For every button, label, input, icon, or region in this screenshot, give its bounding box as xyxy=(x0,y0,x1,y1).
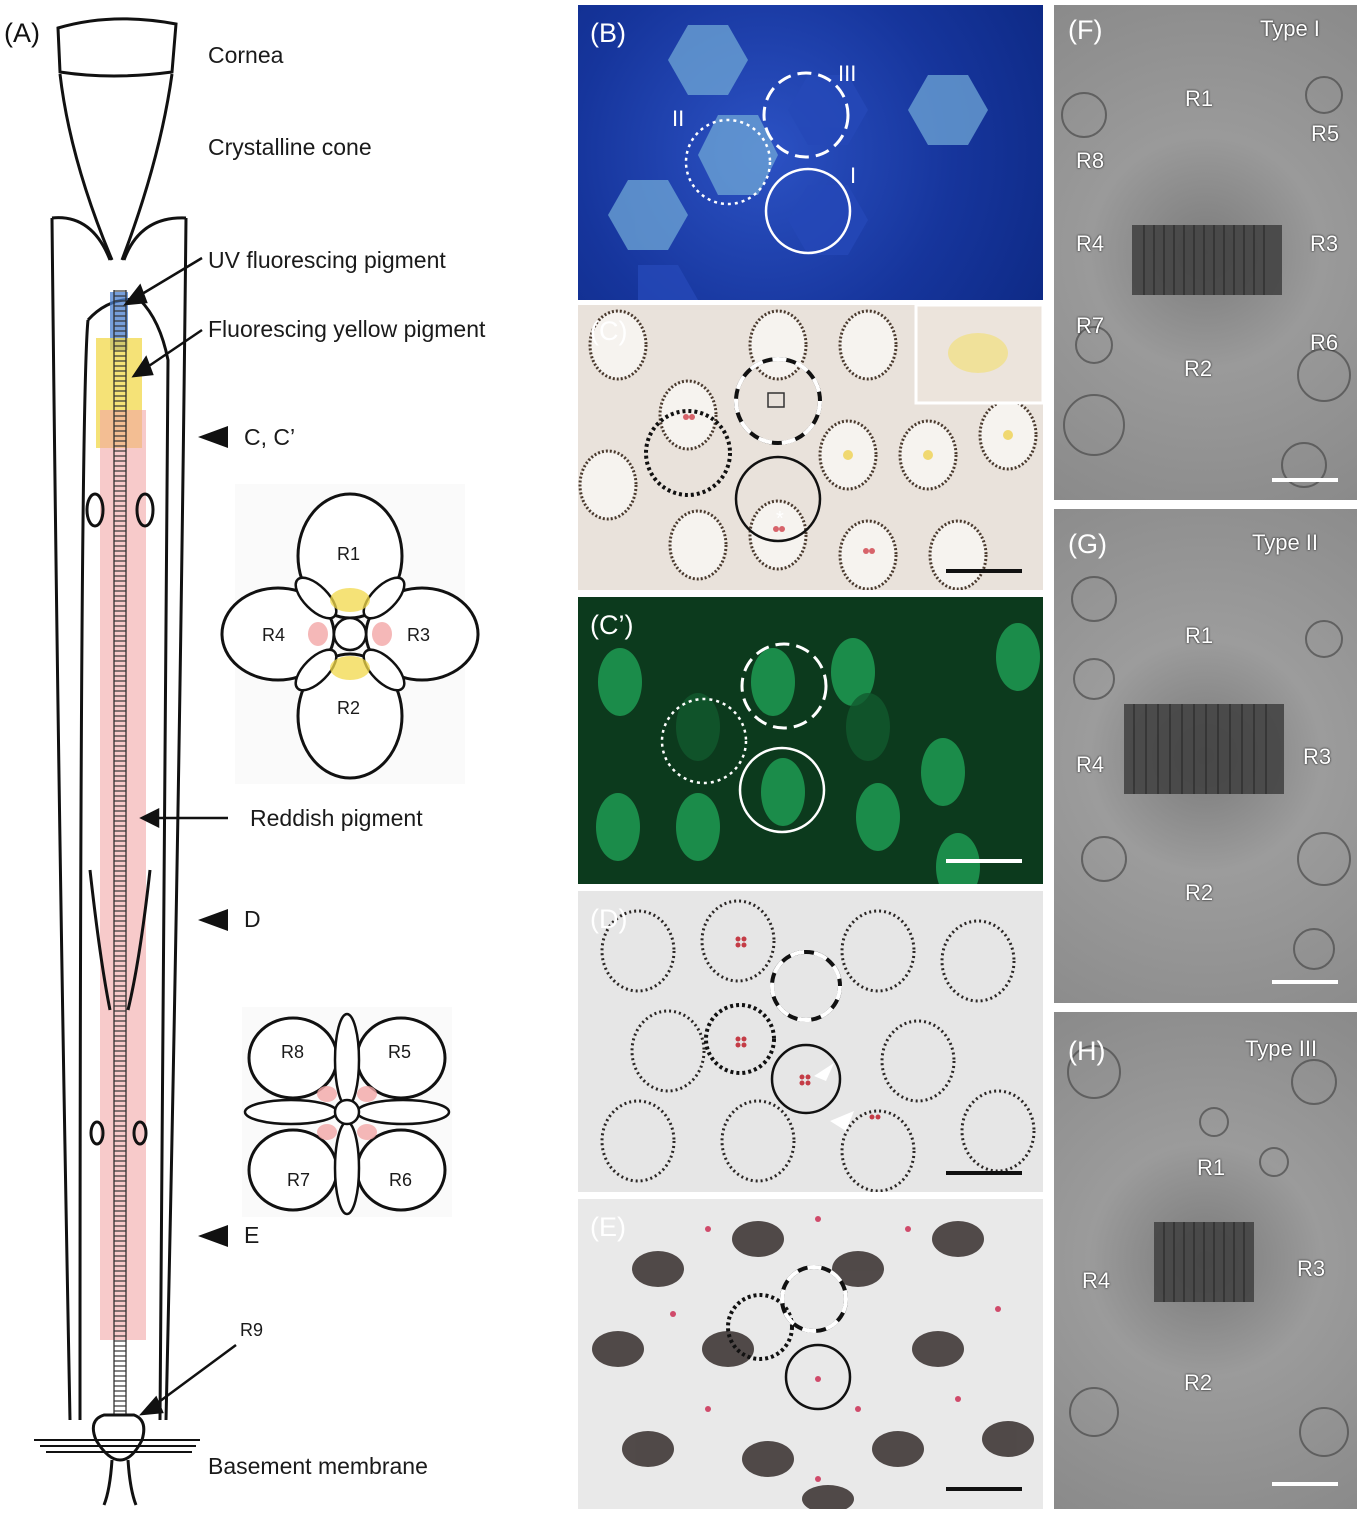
panel-g-label: (G) xyxy=(1068,529,1107,559)
panel-f-r6: R6 xyxy=(1310,330,1339,355)
lower-cell-r7: R7 xyxy=(287,1170,311,1190)
type-ii-marker: II xyxy=(672,106,685,131)
uv-pigment-label: UV fluorescing pigment xyxy=(208,247,446,273)
reddish-pigment-label: Reddish pigment xyxy=(250,805,423,831)
panel-e-cells xyxy=(592,1216,1034,1509)
lower-cell-r8: R8 xyxy=(281,1042,305,1062)
crystalline-cone-label: Crystalline cone xyxy=(208,134,372,160)
panel-g-em xyxy=(1071,576,1351,984)
upper-cell-r3: R3 xyxy=(407,625,431,645)
panel-c-prime-label: (C’) xyxy=(590,610,634,640)
panel-e-image xyxy=(578,1199,1043,1509)
section-label-c: C, C’ xyxy=(244,424,296,450)
panel-a-label: (A) xyxy=(4,18,40,48)
panel-d-image xyxy=(578,891,1043,1192)
section-label-d: D xyxy=(244,906,261,932)
section-arrow-c xyxy=(198,426,228,448)
panel-f-r5: R5 xyxy=(1311,121,1340,146)
panel-d-cells xyxy=(600,899,1036,1192)
upper-cell-r2: R2 xyxy=(337,698,361,718)
panel-c-prime-cells xyxy=(596,623,1040,884)
panel-e-label: (E) xyxy=(590,1212,626,1242)
panel-c-prime-image xyxy=(578,597,1043,884)
crystalline-cone-drawing xyxy=(58,73,174,261)
panel-g-r3: R3 xyxy=(1303,744,1332,769)
cornea-drawing xyxy=(56,17,178,78)
panel-f-r4: R4 xyxy=(1076,231,1105,256)
svg-text:*: * xyxy=(776,508,784,530)
basement-membrane-drawing xyxy=(34,1439,200,1453)
panel-h-em xyxy=(1067,1045,1349,1486)
arrowhead-1 xyxy=(814,1063,834,1081)
panel-h-type: Type III xyxy=(1245,1036,1318,1061)
panel-f-r7: R7 xyxy=(1076,313,1105,338)
panel-f-em xyxy=(1061,76,1351,488)
panel-h-image xyxy=(1054,1012,1357,1509)
panel-f-label: (F) xyxy=(1068,15,1103,45)
lower-cell-r5: R5 xyxy=(388,1042,412,1062)
type-i-marker: I xyxy=(850,163,857,188)
panel-g-image xyxy=(1054,509,1357,1003)
panel-b-label: (B) xyxy=(590,18,626,48)
panel-f-r3: R3 xyxy=(1310,231,1339,256)
r9-label: R9 xyxy=(240,1320,264,1340)
cornea-label: Cornea xyxy=(208,42,284,68)
panel-c-cells: * xyxy=(578,305,1043,590)
panel-h-r1: R1 xyxy=(1197,1155,1226,1180)
panel-f-image xyxy=(1054,5,1357,500)
panel-b-hexagons xyxy=(608,25,988,300)
arrowhead-2 xyxy=(830,1111,854,1131)
panel-f-r2: R2 xyxy=(1184,356,1213,381)
type-iii-marker: III xyxy=(838,61,857,86)
upper-cell-r4: R4 xyxy=(262,625,286,645)
panel-f-type: Type I xyxy=(1260,16,1320,41)
yellow-pigment-label: Fluorescing yellow pigment xyxy=(208,316,486,342)
panel-h-r4: R4 xyxy=(1082,1268,1111,1293)
panel-c-label: (C) xyxy=(590,316,628,346)
r9-drawing xyxy=(91,1413,146,1462)
panel-g-r2: R2 xyxy=(1185,880,1214,905)
section-label-e: E xyxy=(244,1222,260,1248)
panel-g-r1: R1 xyxy=(1185,623,1214,648)
upper-cross-section xyxy=(220,484,480,784)
section-arrow-e xyxy=(198,1225,228,1247)
panel-h-r3: R3 xyxy=(1297,1256,1326,1281)
panel-c-image: * xyxy=(578,305,1043,590)
panel-d-label: (D) xyxy=(590,904,628,934)
upper-cell-r1: R1 xyxy=(337,544,361,564)
panel-b-image xyxy=(578,5,1043,300)
section-arrow-d xyxy=(198,909,228,931)
ommatidium-schematic xyxy=(34,17,480,1506)
lower-cell-r6: R6 xyxy=(389,1170,413,1190)
panel-g-type: Type II xyxy=(1252,530,1319,555)
panel-h-r2: R2 xyxy=(1184,1370,1213,1395)
panel-f-r1: R1 xyxy=(1185,86,1214,111)
lower-cross-section xyxy=(242,1007,452,1217)
panel-g-r4: R4 xyxy=(1076,752,1105,777)
basement-membrane-label: Basement membrane xyxy=(208,1453,428,1479)
panel-h-label: (H) xyxy=(1068,1036,1106,1066)
panel-f-r8: R8 xyxy=(1076,148,1105,173)
